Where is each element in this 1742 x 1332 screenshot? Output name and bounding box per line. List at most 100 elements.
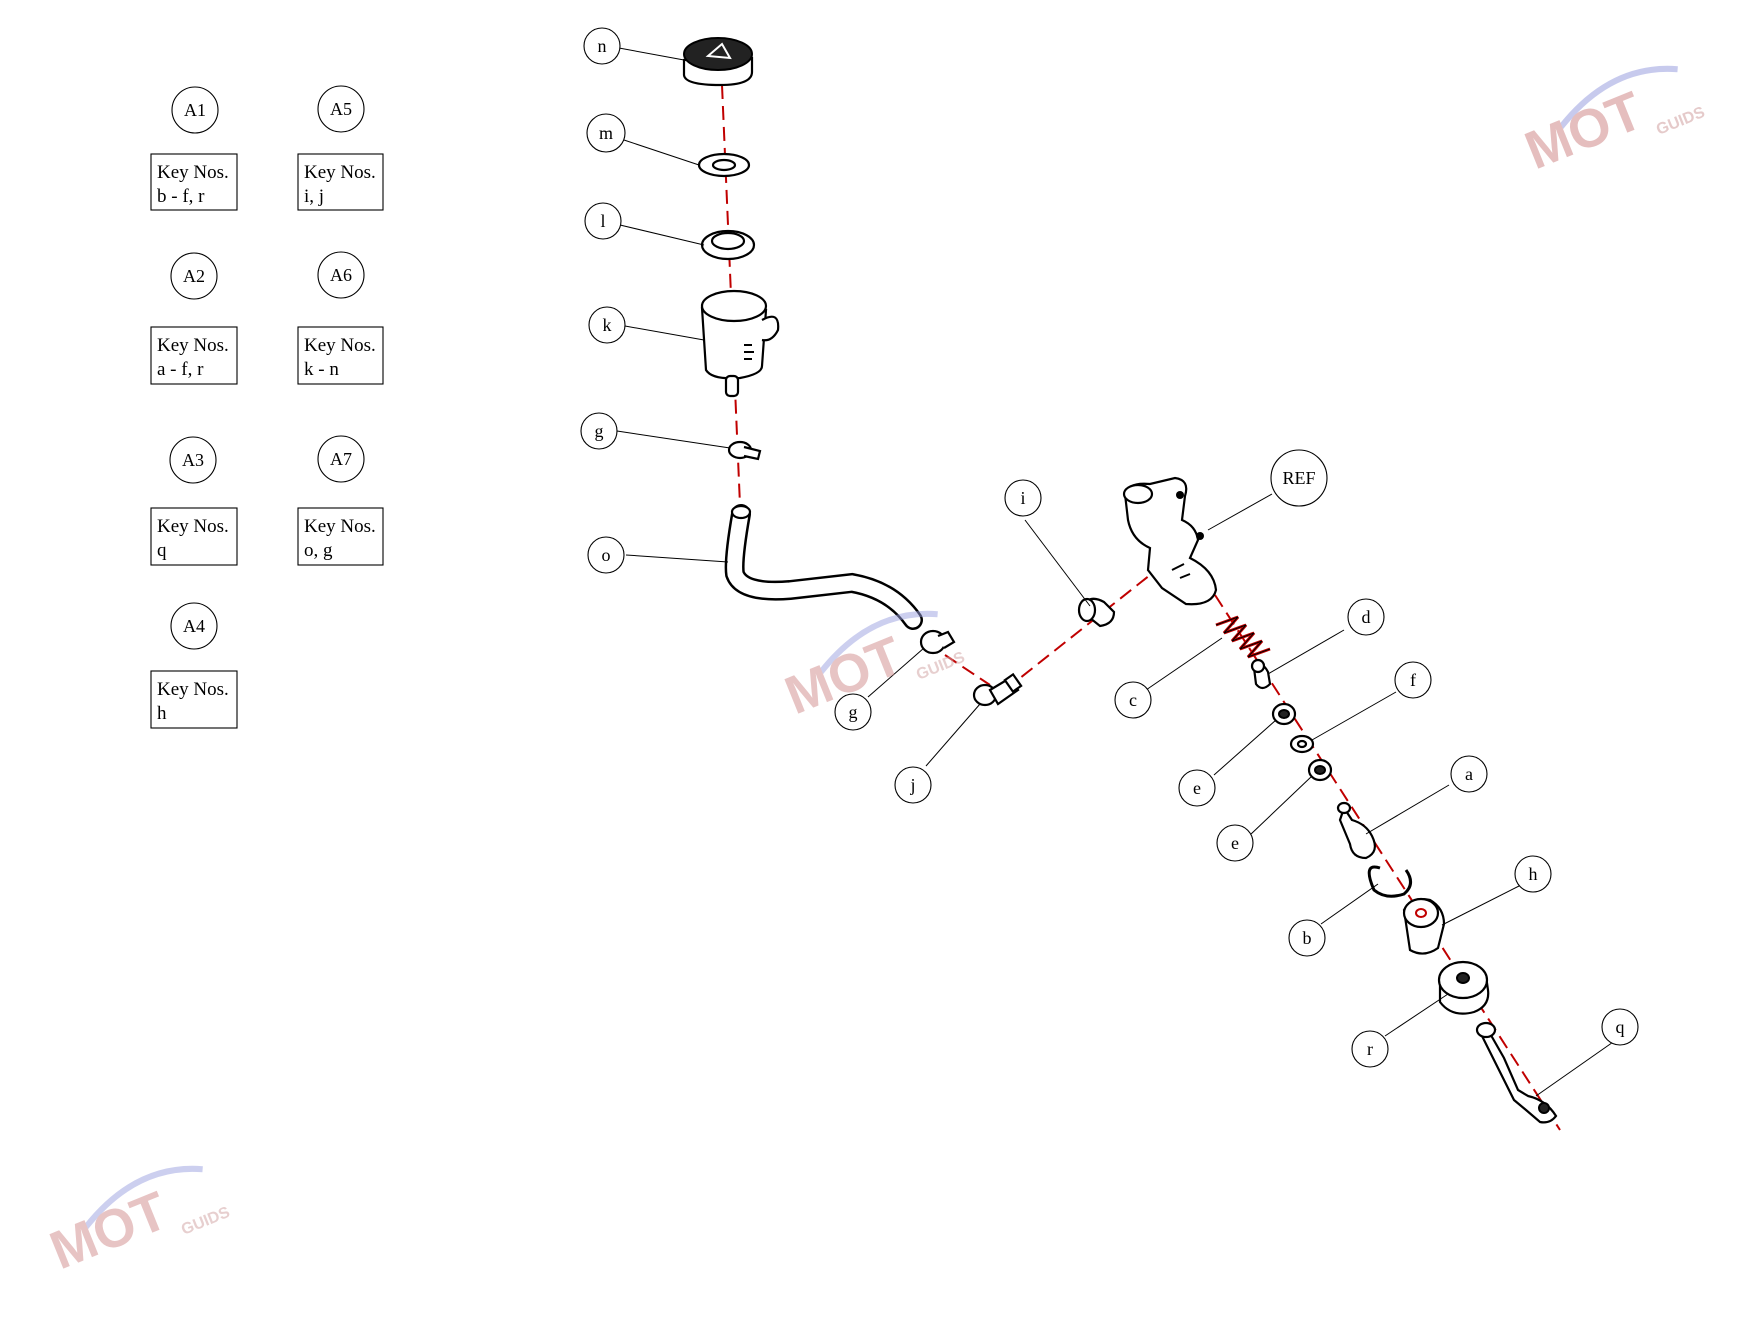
hose-clip-upper-part bbox=[727, 440, 762, 461]
primary-seal-upper-part bbox=[1271, 702, 1297, 726]
reservoir-body-part bbox=[700, 289, 780, 398]
callouts: n m l k g o g i j REF c d e f e a b h r … bbox=[580, 27, 1639, 1068]
callout-d: d bbox=[1347, 598, 1385, 636]
svg-text:k: k bbox=[603, 315, 612, 335]
callout-i: i bbox=[1004, 479, 1042, 517]
svg-text:a: a bbox=[1465, 764, 1473, 784]
callout-c: c bbox=[1114, 681, 1152, 719]
watermark-sub: GUIDS bbox=[914, 649, 968, 684]
assembly-axes bbox=[721, 84, 1561, 1131]
assembly-id: A3 bbox=[182, 450, 204, 470]
dust-boot-part bbox=[1402, 897, 1446, 955]
callout-m: m bbox=[586, 113, 626, 153]
piston-part bbox=[1336, 801, 1377, 860]
assembly-id: A5 bbox=[330, 99, 352, 119]
assembly-A5: A5 Key Nos. i, j bbox=[297, 85, 384, 211]
svg-text:e: e bbox=[1193, 778, 1201, 798]
key-title: Key Nos. bbox=[157, 679, 229, 700]
assembly-A4: A4 Key Nos. h bbox=[150, 602, 238, 729]
svg-text:g: g bbox=[595, 421, 604, 441]
valve-part bbox=[1250, 658, 1272, 690]
spring-part bbox=[1215, 615, 1271, 659]
push-rod-part bbox=[1475, 1021, 1558, 1124]
key-title: Key Nos. bbox=[157, 335, 229, 356]
diaphragm-part bbox=[700, 229, 756, 261]
reservoir-cap-part bbox=[682, 37, 754, 87]
washer-part bbox=[1289, 734, 1315, 754]
svg-text:c: c bbox=[1129, 690, 1137, 710]
assembly-id: A4 bbox=[183, 616, 205, 636]
assembly-id: A6 bbox=[330, 265, 352, 285]
callout-f: f bbox=[1394, 661, 1432, 699]
circlip-part bbox=[1367, 865, 1412, 898]
key-values: i, j bbox=[304, 186, 324, 207]
assembly-id: A1 bbox=[184, 100, 206, 120]
assembly-A1: A1 Key Nos. b - f, r bbox=[150, 86, 238, 211]
key-title: Key Nos. bbox=[304, 162, 376, 183]
svg-text:h: h bbox=[1529, 864, 1538, 884]
assembly-id: A7 bbox=[330, 449, 352, 469]
callout-g-lower: g bbox=[834, 693, 872, 731]
hose-connector-part bbox=[972, 672, 1023, 707]
key-values: k - n bbox=[304, 359, 339, 380]
svg-text:r: r bbox=[1367, 1039, 1373, 1059]
svg-text:m: m bbox=[599, 123, 613, 143]
end-cap-part bbox=[1437, 960, 1490, 1015]
key-title: Key Nos. bbox=[304, 516, 376, 537]
callout-q: q bbox=[1601, 1008, 1639, 1046]
key-values: q bbox=[157, 540, 167, 561]
callout-e-lower: e bbox=[1216, 824, 1254, 862]
assembly-A7: A7 Key Nos. o, g bbox=[297, 435, 384, 566]
watermark-sub: GUIDS bbox=[179, 1204, 233, 1239]
watermark-top-right: MOT GUIDS bbox=[1517, 65, 1708, 182]
svg-text:g: g bbox=[849, 702, 858, 722]
key-values: h bbox=[157, 703, 167, 724]
seal-grommet-part bbox=[1077, 597, 1116, 628]
svg-text:i: i bbox=[1020, 488, 1025, 508]
leader-lines bbox=[616, 47, 1617, 1097]
watermark-brand: MOT bbox=[42, 1181, 176, 1282]
watermark-sub: GUIDS bbox=[1654, 104, 1708, 139]
assembly-A2: A2 Key Nos. a - f, r bbox=[150, 252, 238, 385]
assembly-id: A2 bbox=[183, 266, 205, 286]
parts bbox=[682, 37, 1558, 1124]
svg-text:o: o bbox=[602, 545, 611, 565]
assembly-A3: A3 Key Nos. q bbox=[150, 436, 238, 566]
callout-j: j bbox=[894, 766, 932, 804]
svg-text:q: q bbox=[1616, 1017, 1625, 1037]
callout-b: b bbox=[1288, 919, 1326, 957]
key-values: b - f, r bbox=[157, 186, 205, 207]
callout-l: l bbox=[584, 202, 622, 240]
watermark-brand: MOT bbox=[1517, 81, 1651, 182]
callout-k: k bbox=[588, 306, 626, 344]
callout-r: r bbox=[1351, 1030, 1389, 1068]
callout-h: h bbox=[1514, 855, 1552, 893]
svg-text:f: f bbox=[1410, 670, 1416, 690]
callout-o: o bbox=[587, 536, 625, 574]
assembly-legend: A1 Key Nos. b - f, r A5 Key Nos. i, j A2… bbox=[150, 85, 384, 729]
svg-text:n: n bbox=[598, 36, 607, 56]
key-title: Key Nos. bbox=[157, 516, 229, 537]
callout-a: a bbox=[1450, 755, 1488, 793]
callout-e-upper: e bbox=[1178, 769, 1216, 807]
svg-text:j: j bbox=[909, 775, 915, 795]
reservoir-hose-part bbox=[724, 504, 923, 630]
key-values: a - f, r bbox=[157, 359, 204, 380]
callout-g-upper: g bbox=[580, 412, 618, 450]
key-title: Key Nos. bbox=[157, 162, 229, 183]
callout-ref: REF bbox=[1270, 449, 1328, 507]
callout-n: n bbox=[583, 27, 621, 65]
svg-text:b: b bbox=[1303, 928, 1312, 948]
watermark-bottom-left: MOT GUIDS bbox=[42, 1165, 233, 1282]
svg-text:REF: REF bbox=[1282, 468, 1315, 488]
primary-seal-lower-part bbox=[1307, 758, 1333, 782]
key-title: Key Nos. bbox=[304, 335, 376, 356]
assembly-A6: A6 Key Nos. k - n bbox=[297, 251, 384, 385]
diaphragm-washer-part bbox=[697, 152, 751, 178]
hose-clip-lower-part bbox=[919, 629, 956, 655]
svg-text:l: l bbox=[600, 211, 605, 231]
svg-text:e: e bbox=[1231, 833, 1239, 853]
svg-text:d: d bbox=[1362, 607, 1371, 627]
key-values: o, g bbox=[304, 540, 333, 561]
